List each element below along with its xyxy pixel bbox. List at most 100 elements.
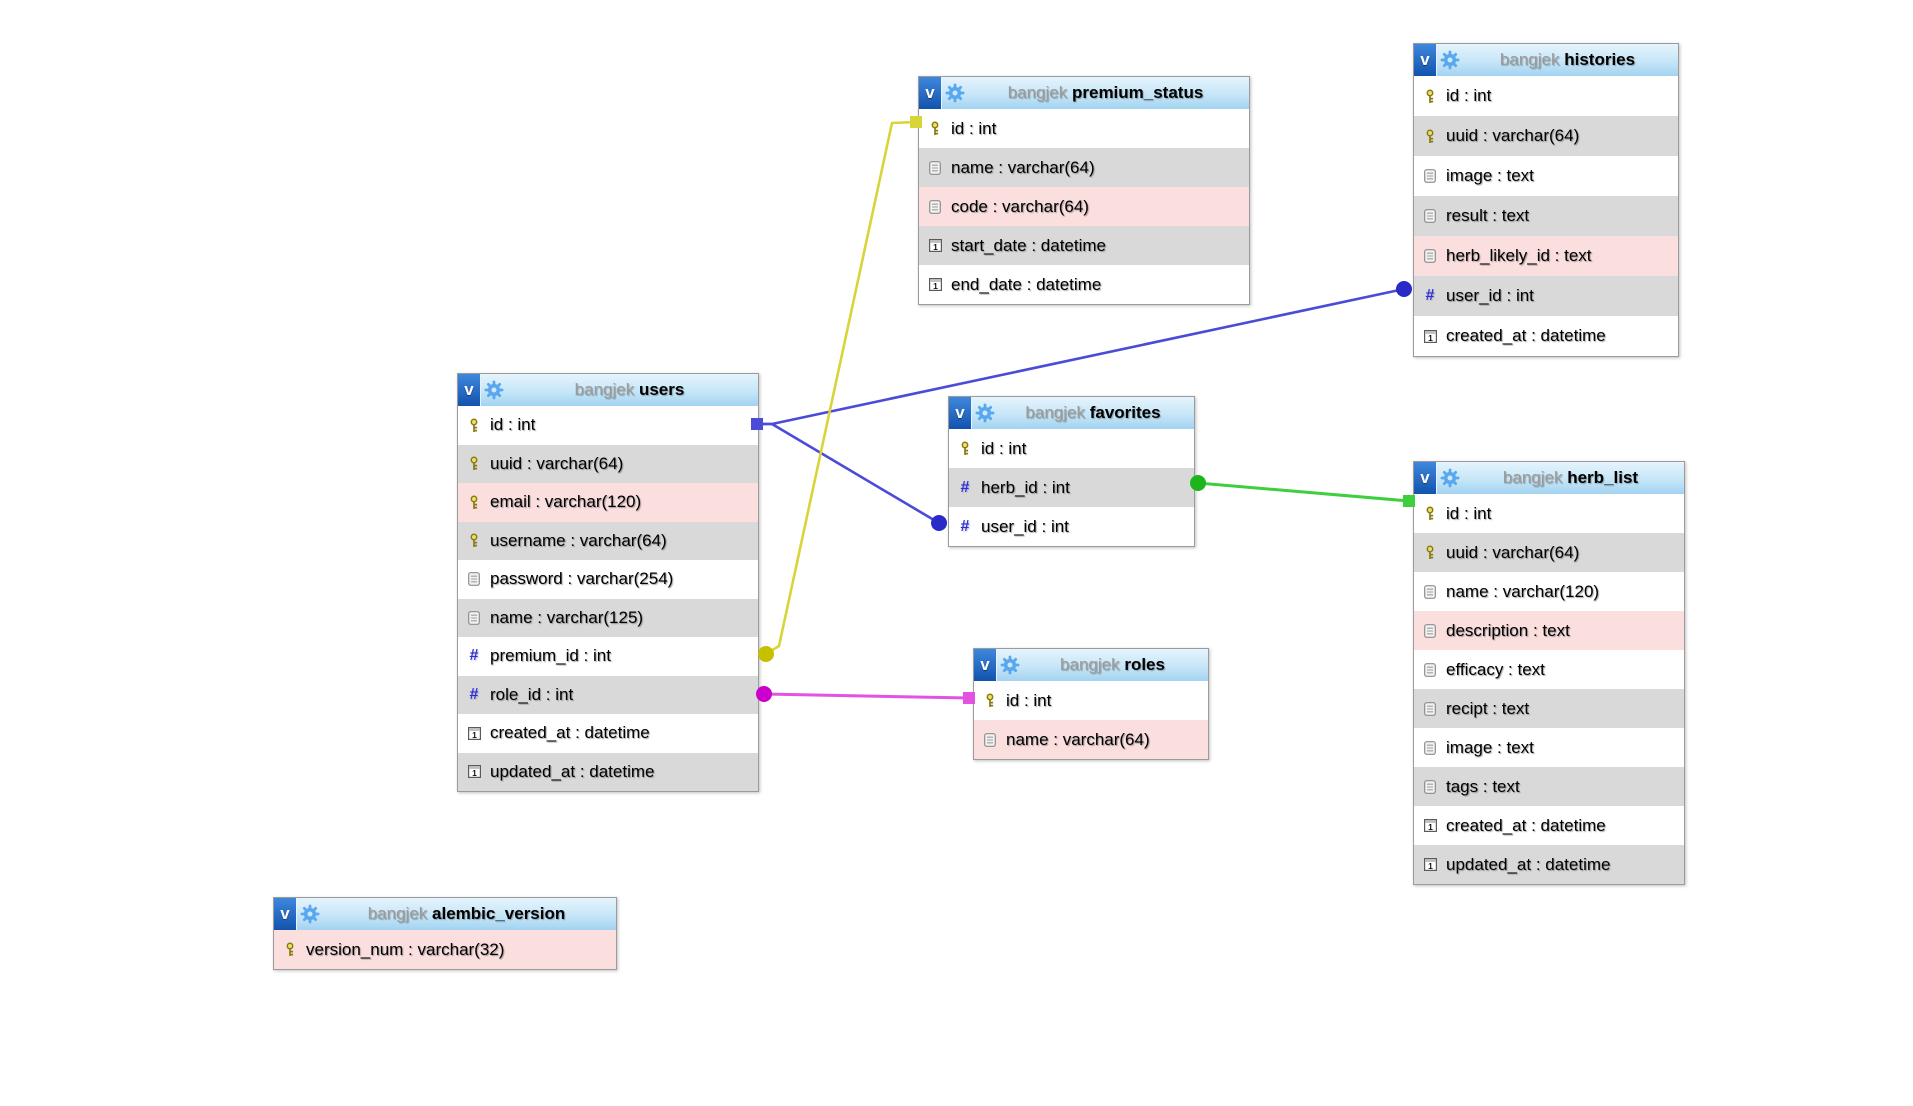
collapse-toggle[interactable]: v bbox=[974, 649, 997, 681]
table-name: favorites bbox=[1089, 403, 1161, 422]
column-type: text bbox=[1506, 166, 1534, 185]
key-column-icon bbox=[925, 121, 945, 136]
column-label: tags : text bbox=[1446, 777, 1520, 797]
column-name: description bbox=[1446, 620, 1529, 640]
column-separator: : bbox=[1478, 126, 1493, 145]
table-options-gear[interactable] bbox=[1437, 468, 1463, 488]
column-label: created_at : datetime bbox=[490, 723, 650, 743]
column-row-role_id[interactable]: #role_id : int bbox=[458, 675, 758, 714]
column-separator: : bbox=[987, 196, 1003, 216]
column-name: username bbox=[490, 530, 566, 550]
column-row-uuid[interactable]: uuid : varchar(64) bbox=[458, 444, 758, 483]
column-name: uuid bbox=[1446, 542, 1479, 562]
relation-anchor-circle bbox=[931, 515, 947, 531]
column-row-herb_likely_id[interactable]: herb_likely_id : text bbox=[1414, 236, 1678, 276]
column-row-name[interactable]: name : varchar(64) bbox=[974, 720, 1208, 759]
table-options-gear[interactable] bbox=[481, 380, 507, 400]
collapse-toggle[interactable]: v bbox=[1414, 44, 1437, 76]
column-row-uuid[interactable]: uuid : varchar(64) bbox=[1414, 116, 1678, 156]
column-row-version_num[interactable]: version_num : varchar(32) bbox=[274, 930, 616, 969]
column-row-id[interactable]: id : int bbox=[974, 681, 1208, 720]
column-row-email[interactable]: email : varchar(120) bbox=[458, 483, 758, 522]
column-row-username[interactable]: username : varchar(64) bbox=[458, 521, 758, 560]
column-name: email bbox=[490, 492, 531, 512]
collapse-toggle[interactable]: v bbox=[919, 77, 942, 109]
column-row-name[interactable]: name : varchar(120) bbox=[1414, 572, 1684, 611]
column-separator: : bbox=[1487, 698, 1502, 718]
column-row-name[interactable]: name : varchar(125) bbox=[458, 598, 758, 637]
collapse-toggle[interactable]: v bbox=[458, 374, 481, 406]
column-separator: : bbox=[1501, 286, 1516, 305]
column-label: recipt : text bbox=[1446, 699, 1529, 719]
gear-icon bbox=[1440, 50, 1460, 70]
key-column-icon bbox=[280, 942, 300, 957]
text-column-icon bbox=[1420, 249, 1440, 263]
column-row-uuid[interactable]: uuid : varchar(64) bbox=[1414, 533, 1684, 572]
column-separator: : bbox=[503, 415, 518, 435]
column-label: efficacy : text bbox=[1446, 660, 1545, 680]
key-icon bbox=[1426, 89, 1434, 103]
column-label: id : int bbox=[1006, 691, 1051, 711]
column-type: int bbox=[1473, 86, 1492, 105]
datetime-column-icon: 1 bbox=[1420, 858, 1440, 871]
column-type: datetime bbox=[1540, 326, 1606, 345]
column-row-description[interactable]: description : text bbox=[1414, 611, 1684, 650]
collapse-toggle[interactable]: v bbox=[274, 898, 297, 930]
table-options-gear[interactable] bbox=[972, 403, 998, 423]
column-row-id[interactable]: id : int bbox=[458, 406, 758, 445]
column-row-image[interactable]: image : text bbox=[1414, 728, 1684, 767]
column-row-tags[interactable]: tags : text bbox=[1414, 767, 1684, 806]
column-row-premium_id[interactable]: #premium_id : int bbox=[458, 637, 758, 676]
table-options-gear[interactable] bbox=[942, 83, 968, 103]
column-row-id[interactable]: id : int bbox=[949, 429, 1194, 468]
table-name: roles bbox=[1124, 655, 1165, 674]
column-name: name bbox=[1446, 581, 1489, 601]
collapse-toggle[interactable]: v bbox=[1414, 462, 1437, 494]
column-row-herb_id[interactable]: #herb_id : int bbox=[949, 468, 1194, 507]
column-type: int bbox=[517, 415, 536, 435]
column-row-image[interactable]: image : text bbox=[1414, 156, 1678, 196]
memo-icon bbox=[1424, 740, 1436, 755]
table-options-gear[interactable] bbox=[297, 904, 323, 924]
column-row-recipt[interactable]: recipt : text bbox=[1414, 689, 1684, 728]
column-row-efficacy[interactable]: efficacy : text bbox=[1414, 650, 1684, 689]
text-column-icon bbox=[980, 732, 1000, 747]
column-row-name[interactable]: name : varchar(64) bbox=[919, 148, 1249, 187]
svg-text:1: 1 bbox=[1428, 822, 1433, 832]
table-options-gear[interactable] bbox=[1437, 50, 1463, 70]
column-label: id : int bbox=[981, 439, 1026, 459]
column-row-code[interactable]: code : varchar(64) bbox=[919, 187, 1249, 226]
column-name: efficacy bbox=[1446, 659, 1504, 679]
column-row-result[interactable]: result : text bbox=[1414, 196, 1678, 236]
table-header[interactable]: v bangjek users bbox=[458, 374, 758, 406]
column-row-password[interactable]: password : varchar(254) bbox=[458, 560, 758, 599]
collapse-toggle[interactable]: v bbox=[949, 397, 972, 429]
column-row-id[interactable]: id : int bbox=[1414, 494, 1684, 533]
column-row-user_id[interactable]: #user_id : int bbox=[949, 507, 1194, 546]
column-separator: : bbox=[1531, 854, 1546, 874]
table-options-gear[interactable] bbox=[997, 655, 1023, 675]
column-type: int bbox=[1051, 477, 1070, 497]
column-type: varchar(120) bbox=[1502, 581, 1600, 601]
column-separator: : bbox=[1037, 477, 1052, 497]
column-row-id[interactable]: id : int bbox=[1414, 76, 1678, 116]
column-row-user_id[interactable]: #user_id : int bbox=[1414, 276, 1678, 316]
table-title: bangjek users bbox=[507, 380, 758, 400]
column-row-id[interactable]: id : int bbox=[919, 109, 1249, 148]
